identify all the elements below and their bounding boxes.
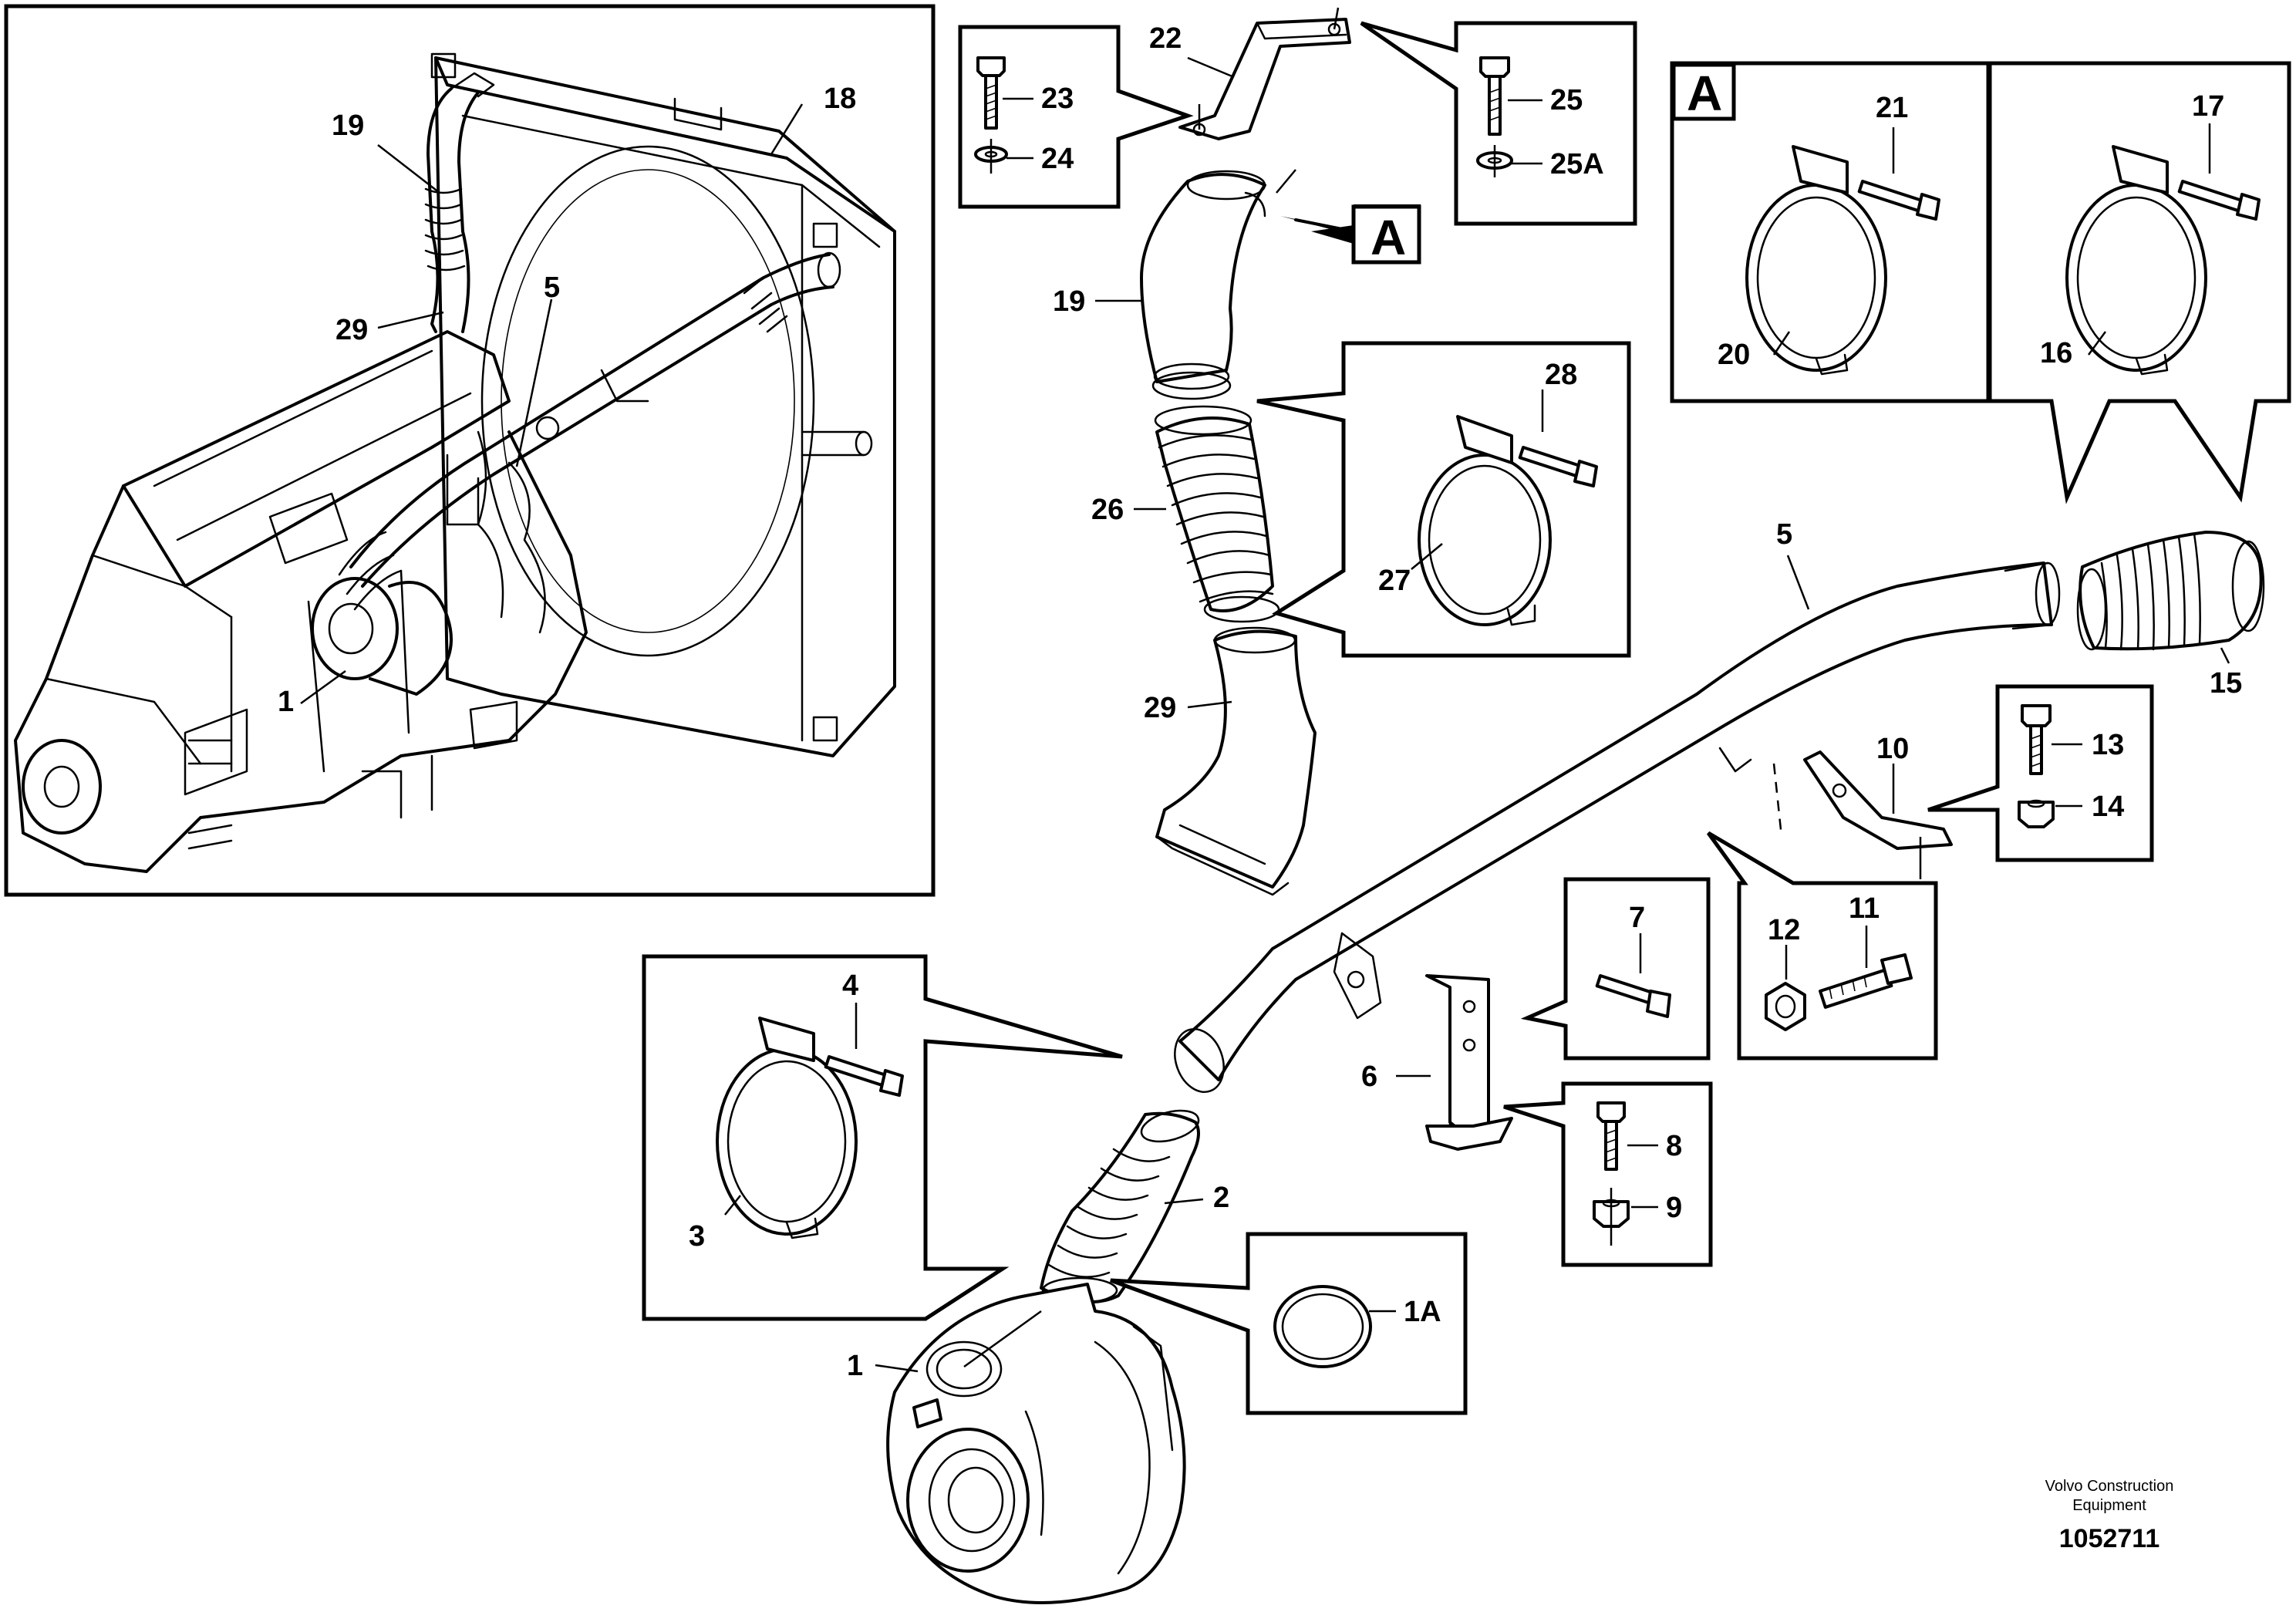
label-23: 23: [1041, 83, 1074, 115]
label-12: 12: [1768, 914, 1800, 946]
label-17: 17: [2192, 90, 2224, 123]
label-15: 15: [2210, 667, 2242, 700]
bolt-21-icon: [1857, 179, 1940, 221]
hose-15: 15: [2076, 531, 2265, 700]
label-24: 24: [1041, 143, 1074, 175]
leader-5-overview: [515, 298, 553, 467]
label-16: 16: [2040, 337, 2072, 369]
label-1-overview: 1: [278, 686, 294, 718]
clamp-3-icon: [716, 1017, 858, 1239]
label-10: 10: [1876, 733, 1909, 765]
label-1a: 1A: [1404, 1296, 1441, 1328]
detail-box-16-17: 17 16: [1988, 61, 2291, 504]
hose-2: 2: [1040, 1109, 1229, 1304]
label-22: 22: [1149, 22, 1182, 55]
label-14: 14: [2092, 791, 2124, 823]
bolt-11-icon: [1819, 953, 1913, 1009]
hose-29: 29: [1144, 626, 1317, 896]
label-13: 13: [2092, 729, 2124, 761]
label-25a: 25A: [1550, 148, 1604, 180]
label-27: 27: [1378, 565, 1411, 597]
bolt-28-icon: [1518, 446, 1598, 487]
bolt-25-icon: [1479, 56, 1510, 136]
hose-26: 26: [1091, 405, 1280, 623]
detail-a-box-20-21: A 21 20: [1670, 61, 1991, 403]
label-1: 1: [847, 1350, 863, 1382]
bolt-13-icon: [2021, 704, 2052, 775]
leader-19-overview: [377, 144, 440, 194]
label-20: 20: [1718, 339, 1750, 371]
bracket-10: 10: [1772, 733, 1953, 879]
label-19-overview: 19: [332, 110, 364, 142]
callout-box-27-28: 28 27: [1256, 341, 1631, 658]
bolt-17-icon: [2177, 179, 2261, 221]
clamp-16-icon: [2065, 145, 2207, 376]
callout-box-1a: 1A: [1110, 1232, 1468, 1415]
bracket-22-group: 22: [1149, 7, 1351, 140]
pipe-5: 5: [1174, 518, 2061, 1094]
radiator-drawing: [430, 52, 896, 757]
label-2: 2: [1213, 1182, 1229, 1214]
ref-flag-a-main: A: [1280, 204, 1421, 265]
turbocharger-1: 1: [847, 1283, 1186, 1604]
label-29-overview: 29: [335, 314, 368, 346]
label-29: 29: [1144, 692, 1176, 724]
washer-25a-icon: [1476, 145, 1513, 177]
footer-credit: Volvo Construction Equipment 1052711: [2045, 1478, 2174, 1553]
leader-29-overview: [377, 311, 444, 329]
callout-box-11-12: 12 11: [1706, 831, 1938, 1061]
nut-14-icon: [2018, 799, 2055, 828]
overview-hose: [424, 72, 495, 333]
label-6: 6: [1361, 1061, 1377, 1093]
nut-9-icon: [1593, 1188, 1630, 1246]
label-8: 8: [1666, 1130, 1682, 1162]
bolt-23-icon: [976, 56, 1006, 130]
ref-a-label: A: [1371, 210, 1406, 265]
label-28: 28: [1545, 359, 1577, 391]
overview-frame: [4, 4, 936, 897]
bolt-8-icon: [1596, 1101, 1626, 1171]
bolt-7-icon: [1595, 974, 1671, 1018]
label-7: 7: [1629, 902, 1645, 934]
callout-box-7: 7: [1520, 877, 1711, 1061]
hose-19: 19: [1053, 169, 1296, 400]
label-18: 18: [824, 83, 856, 115]
bracket-6: 6: [1361, 974, 1513, 1151]
callout-box-13-14: 13 14: [1927, 684, 2154, 862]
drawing-number: 1052711: [2059, 1524, 2160, 1553]
leader-1-overview: [300, 669, 346, 705]
callout-box-25-25a: 25 25A: [1360, 21, 1637, 226]
label-19: 19: [1053, 285, 1085, 318]
label-5-overview: 5: [544, 271, 560, 304]
label-5: 5: [1776, 518, 1792, 551]
label-25: 25: [1550, 84, 1583, 116]
company-line-2: Equipment: [2072, 1497, 2146, 1514]
overview-pipe: [338, 251, 841, 611]
washer-24-icon: [974, 139, 1008, 174]
label-21: 21: [1876, 92, 1908, 124]
overview-inset: 19 18 5 29 1: [4, 4, 936, 897]
callout-box-23-24: 23 24: [958, 25, 1194, 209]
callout-box-3-4: 4 3: [642, 954, 1123, 1321]
label-11: 11: [1849, 892, 1880, 925]
label-9: 9: [1666, 1192, 1682, 1224]
clamp-20-icon: [1745, 145, 1887, 376]
detail-a-ref: A: [1687, 66, 1722, 121]
clamp-27-icon: [1418, 415, 1552, 626]
company-line-1: Volvo Construction: [2045, 1478, 2174, 1495]
leader-18: [770, 103, 804, 155]
bolt-4-icon: [824, 1054, 904, 1097]
callout-box-8-9: 8 9: [1503, 1081, 1713, 1267]
gasket-1a-icon: [1273, 1285, 1372, 1368]
label-26: 26: [1091, 494, 1124, 526]
overview-turbocharger: [311, 577, 453, 696]
label-3: 3: [689, 1220, 705, 1253]
label-4: 4: [842, 969, 858, 1002]
washer-12-icon: [1765, 982, 1806, 1031]
